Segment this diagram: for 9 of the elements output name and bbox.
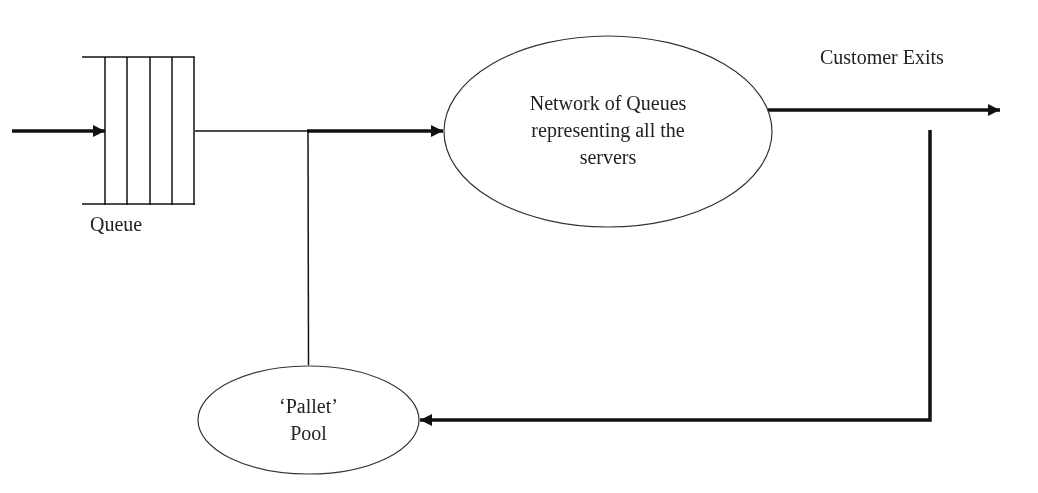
node-caption: Queue	[90, 212, 143, 237]
connector-arrow	[767, 103, 1000, 117]
node-label: ‘Pallet’ Pool	[278, 394, 339, 446]
node-label: Network of Queues representing all the servers	[528, 90, 688, 170]
connector-line	[194, 130, 309, 132]
connector-arrow	[12, 124, 105, 138]
connector-line	[307, 130, 310, 366]
connector-arrow	[420, 130, 932, 427]
connector-arrow	[307, 124, 443, 138]
